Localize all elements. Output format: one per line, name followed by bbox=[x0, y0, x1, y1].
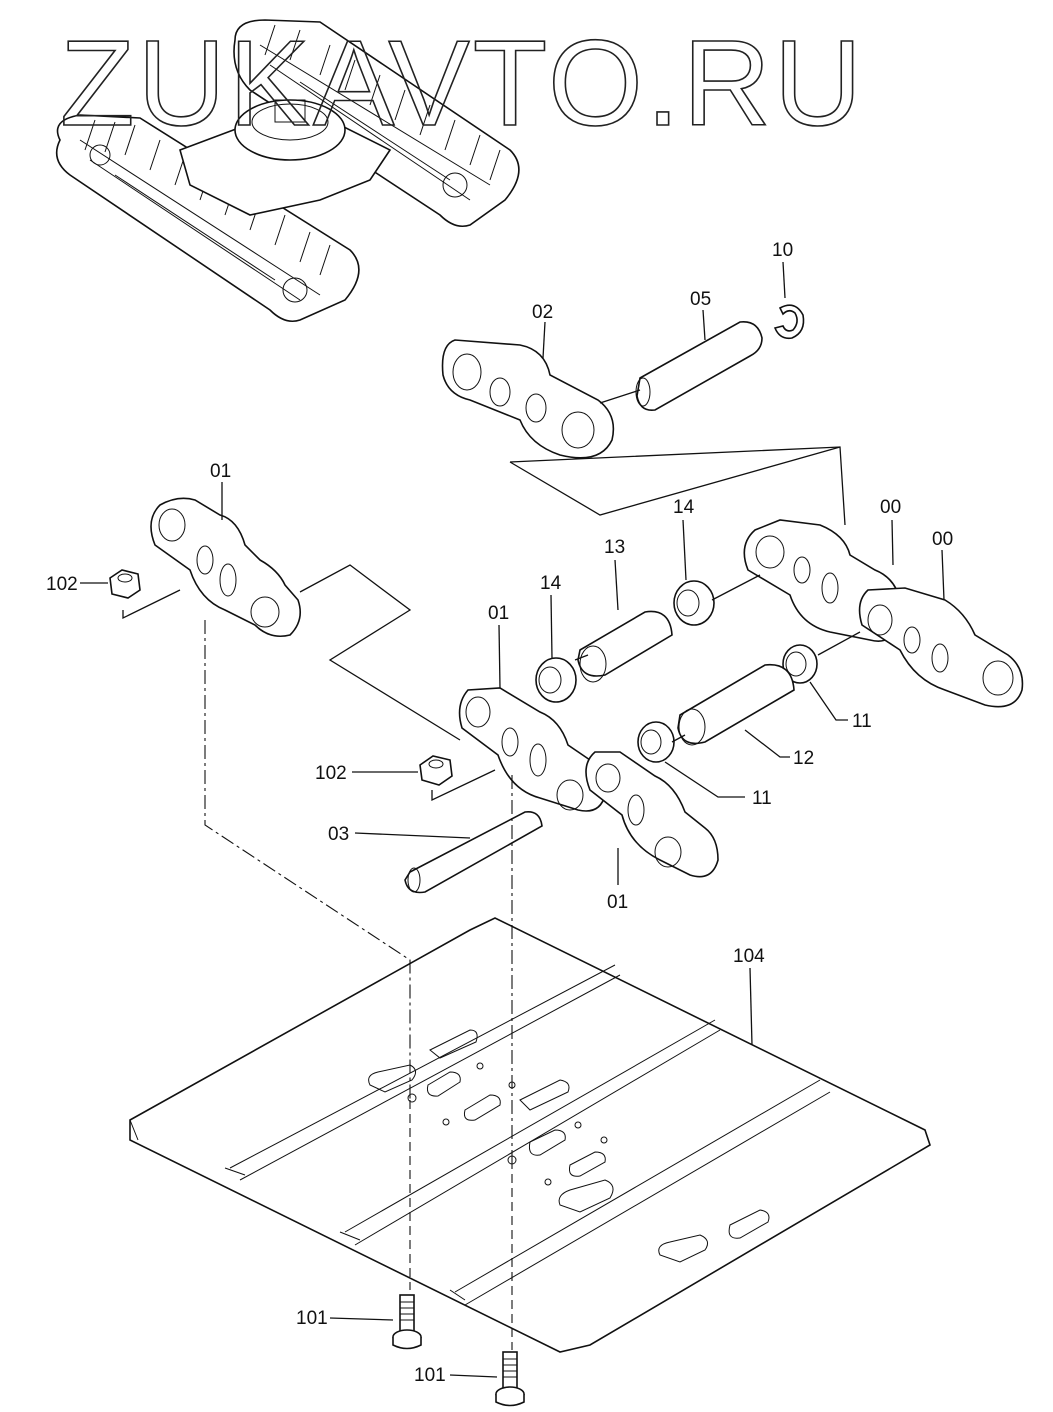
nut-102-lower bbox=[419, 755, 453, 786]
callout-01-centre-lower: 01 bbox=[607, 892, 628, 913]
callout-14-left: 14 bbox=[540, 573, 562, 594]
callout-02: 02 bbox=[532, 302, 553, 323]
link-00-b bbox=[858, 587, 1024, 708]
callout-05: 05 bbox=[690, 289, 711, 310]
bushing-13 bbox=[577, 610, 673, 683]
callout-102-lower: 102 bbox=[315, 763, 347, 784]
seal-11-right bbox=[782, 644, 818, 684]
callout-104: 104 bbox=[733, 946, 765, 967]
callout-12: 12 bbox=[793, 748, 814, 769]
callout-10: 10 bbox=[772, 240, 793, 261]
nut-102-upper bbox=[109, 569, 141, 599]
callout-11-left: 11 bbox=[752, 788, 772, 809]
watermark-text: ZUKAVTO.RU bbox=[60, 15, 865, 151]
callout-00-a: 00 bbox=[880, 497, 901, 518]
link-01-centre-upper bbox=[458, 687, 606, 812]
assembly-lines bbox=[122, 389, 861, 1350]
callout-01-left: 01 bbox=[210, 461, 231, 482]
callout-11-right: 11 bbox=[852, 711, 872, 732]
callout-01-centre-upper: 01 bbox=[488, 603, 509, 624]
track-shoe-104 bbox=[129, 917, 931, 1353]
callouts: 10 05 02 01 102 00 00 14 13 14 01 11 12 … bbox=[46, 240, 953, 1386]
seal-14-left bbox=[535, 657, 577, 703]
bolt-101-right bbox=[495, 1351, 525, 1407]
callout-101-right: 101 bbox=[414, 1365, 446, 1386]
callout-101-left: 101 bbox=[296, 1308, 328, 1329]
callout-00-b: 00 bbox=[932, 529, 953, 550]
link-01-centre-lower bbox=[585, 751, 719, 878]
callout-13: 13 bbox=[604, 537, 625, 558]
bushing-12 bbox=[677, 663, 795, 746]
link-02 bbox=[441, 339, 615, 459]
callout-14-right: 14 bbox=[673, 497, 695, 518]
snap-ring-10 bbox=[773, 304, 805, 340]
callout-102-upper: 102 bbox=[46, 574, 78, 595]
pin-05 bbox=[635, 321, 763, 412]
callout-03: 03 bbox=[328, 824, 349, 845]
bolt-101-left bbox=[392, 1294, 422, 1350]
link-01-left bbox=[150, 497, 301, 638]
undercarriage-thumbnail bbox=[55, 19, 520, 323]
pin-03 bbox=[404, 810, 543, 894]
seal-11-left bbox=[637, 721, 675, 763]
seal-14-right bbox=[673, 580, 715, 626]
